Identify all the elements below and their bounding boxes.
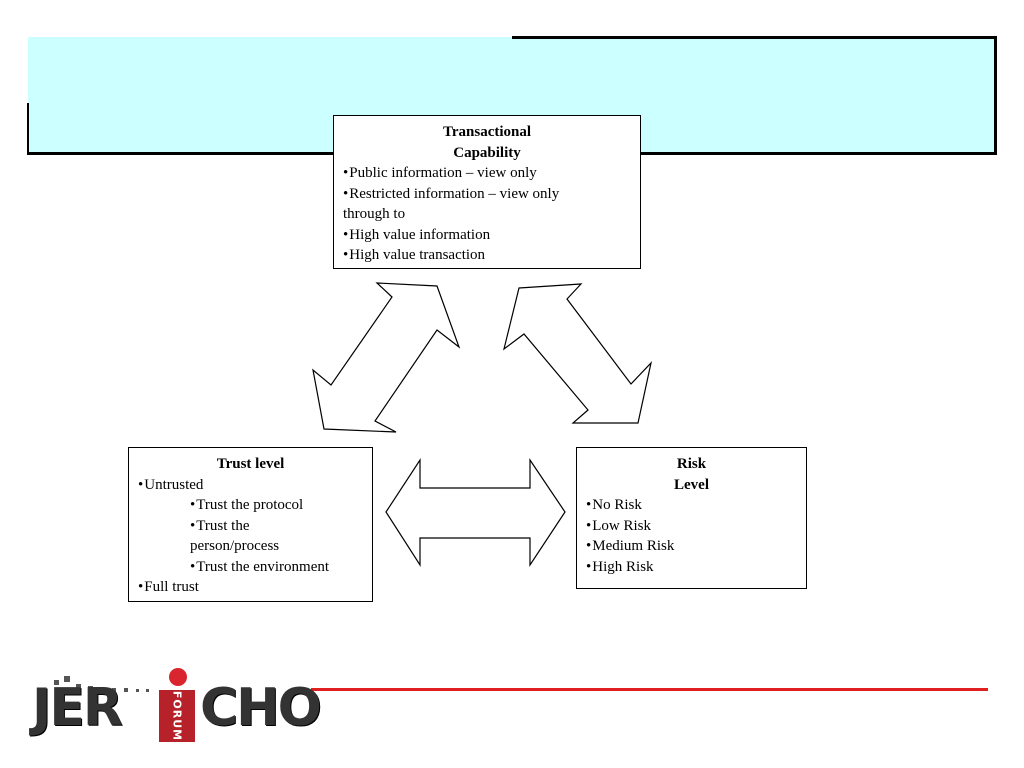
risk-title-line1: Risk — [676, 456, 707, 472]
trust-title: Trust level — [216, 456, 285, 472]
bullet: • — [343, 165, 349, 181]
logo-word-left: JER — [32, 678, 123, 738]
risk-level-box: Risk Level •No Risk •Low Risk •Medium Ri… — [576, 447, 807, 589]
list-item-text: Trust the person/process — [190, 517, 280, 555]
list-item: •No Risk — [586, 495, 797, 516]
bullet: • — [343, 247, 349, 263]
arrow-trust-transactional — [312, 282, 461, 433]
list-item: •Restricted information – view only thro… — [343, 184, 631, 225]
logo-pixel — [76, 684, 81, 689]
header-band-left-border — [27, 103, 29, 155]
logo-pixel — [64, 676, 70, 682]
list-item-text: Public information – view only — [349, 165, 537, 181]
bullet: • — [190, 497, 196, 513]
bullet: • — [586, 517, 592, 534]
bullet: • — [138, 579, 144, 595]
arrow-transactional-risk — [503, 283, 653, 424]
list-item-text: Trust the protocol — [196, 497, 304, 513]
list-item: •Medium Risk — [586, 536, 797, 557]
list-item: •High Risk — [586, 557, 797, 578]
arrow-trust-risk — [385, 457, 566, 568]
list-item-text: Trust the environment — [196, 558, 330, 575]
bullet: • — [586, 538, 592, 554]
list-item-text: Medium Risk — [592, 538, 675, 554]
footer-rule — [311, 688, 988, 691]
transactional-title-line2: Capability — [453, 144, 521, 161]
header-band-right-border — [994, 37, 997, 155]
bullet: • — [343, 185, 349, 202]
bullet: • — [586, 558, 592, 575]
logo-pixel — [136, 689, 139, 692]
list-item-text: High value information — [349, 226, 491, 243]
list-item: •Full trust — [138, 577, 363, 598]
header-band-top-border — [512, 36, 997, 39]
trust-level-box: Trust level •Untrusted •Trust the protoc… — [128, 447, 373, 602]
list-item-text: Low Risk — [592, 517, 652, 534]
logo-badge-text: FORUM — [170, 690, 184, 742]
list-item: •Trust the protocol — [138, 495, 363, 516]
list-item-text: Restricted information – view only throu… — [343, 185, 560, 223]
transactional-capability-box: Transactional Capability •Public informa… — [333, 115, 641, 269]
bullet: • — [586, 497, 592, 513]
logo-pixel — [146, 689, 149, 692]
logo-word-right: CHO — [200, 678, 322, 738]
list-item-text: No Risk — [592, 497, 642, 513]
risk-title-line2: Level — [674, 476, 709, 493]
list-item-text: Full trust — [144, 579, 199, 595]
bullet: • — [190, 517, 196, 534]
logo-pixel — [54, 680, 59, 685]
logo-pixel — [100, 687, 104, 691]
list-item: •Trust the person/process — [138, 516, 363, 557]
logo-pixel — [88, 686, 93, 691]
list-item-text: High Risk — [592, 558, 654, 575]
list-item: •High value information — [343, 225, 631, 246]
logo-badge: FORUM — [157, 688, 197, 744]
logo-pixel — [124, 688, 128, 692]
list-item: •Public information – view only — [343, 163, 631, 184]
transactional-title-line1: Transactional — [442, 124, 532, 140]
list-item-text: High value transaction — [349, 247, 486, 263]
list-item: •High value transaction — [343, 245, 631, 266]
list-item: •Trust the environment — [138, 557, 363, 578]
logo-pixel — [112, 688, 116, 692]
list-item: •Low Risk — [586, 516, 797, 537]
list-item-text: Untrusted — [144, 476, 204, 493]
logo-dot — [169, 668, 187, 686]
bullet: • — [343, 226, 349, 243]
bullet: • — [190, 558, 196, 575]
jericho-forum-logo: JER FORUM CHO — [30, 668, 322, 748]
list-item: •Untrusted — [138, 475, 363, 496]
bullet: • — [138, 476, 144, 493]
